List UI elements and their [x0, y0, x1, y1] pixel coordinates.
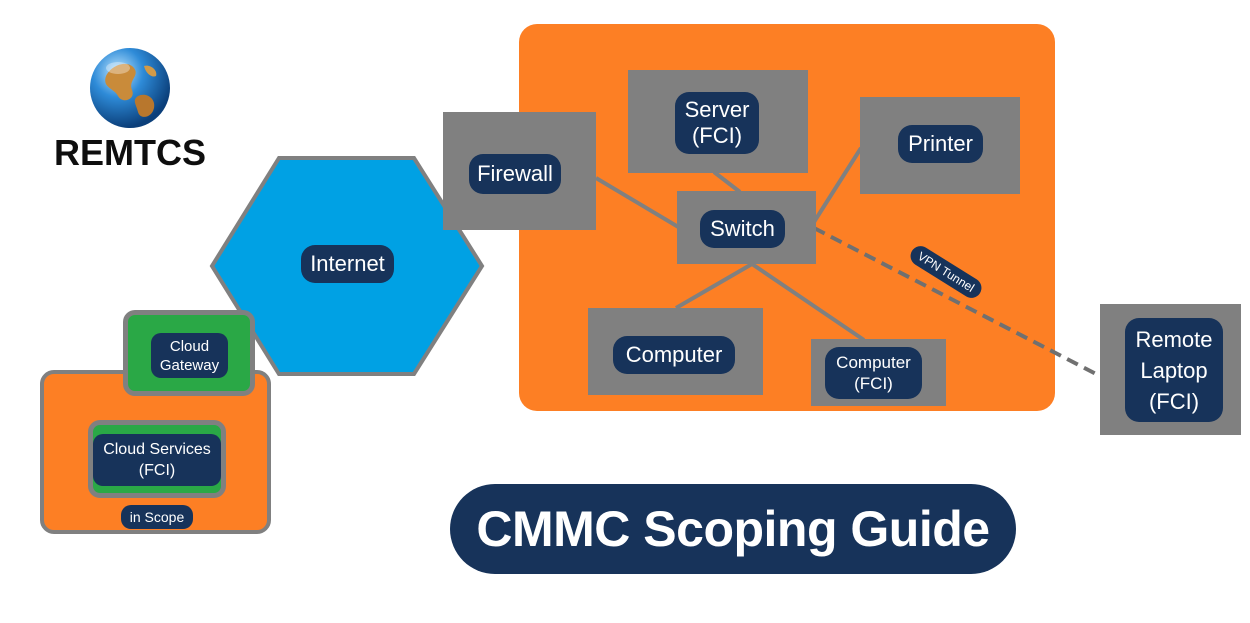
firewall-switch-link [594, 176, 682, 230]
internet-label: Internet [301, 245, 394, 283]
globe-icon [88, 46, 172, 130]
remote-laptop-label: Remote Laptop (FCI) [1125, 318, 1223, 422]
printer-switch-link [812, 146, 863, 224]
cloud-services-label: Cloud Services (FCI) [93, 434, 221, 486]
vpn-tunnel-line [813, 226, 1101, 378]
switch-computer-link [674, 262, 754, 310]
server-switch-link [712, 170, 742, 194]
in-scope-label: in Scope [121, 505, 193, 529]
page-title: CMMC Scoping Guide [450, 484, 1016, 574]
firewall-label: Firewall [469, 154, 561, 194]
switch-label: Switch [700, 210, 785, 248]
switch-computer-fci-link [750, 262, 866, 342]
cloud-gateway-label: Cloud Gateway [151, 333, 228, 378]
printer-label: Printer [898, 125, 983, 163]
computer-label: Computer [613, 336, 735, 374]
computer-fci-label: Computer (FCI) [825, 347, 922, 399]
server-label: Server (FCI) [675, 92, 759, 154]
brand-name: REMTCS [54, 132, 206, 173]
